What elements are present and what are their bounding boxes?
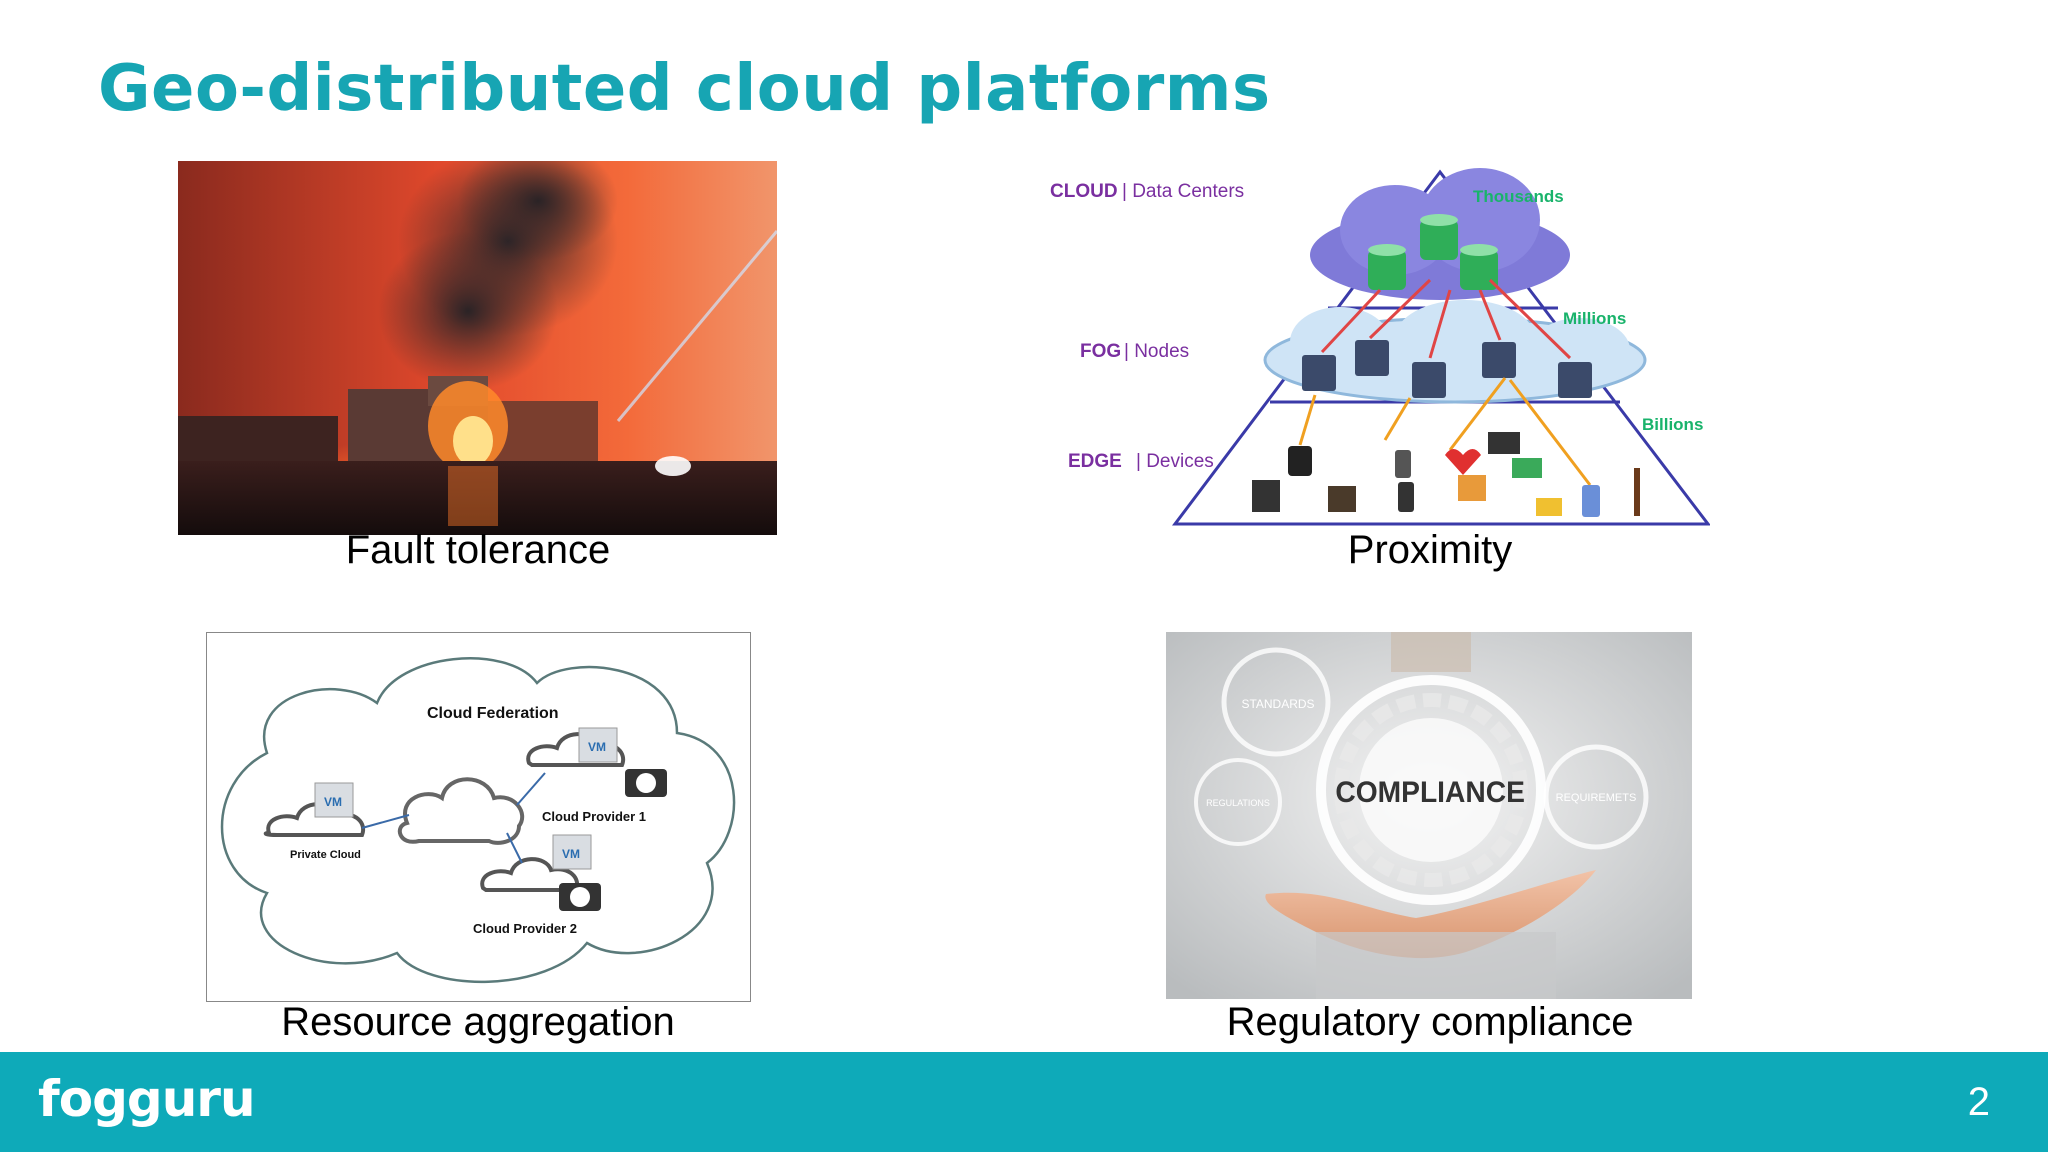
database-icon (1368, 244, 1406, 290)
logo-text-fog: fog (38, 1070, 128, 1128)
fault-tolerance-caption: Fault tolerance (345, 528, 611, 572)
private-cloud-label: Private Cloud (290, 849, 361, 861)
requirements-label: REQUIREMETS (1556, 792, 1637, 804)
cloud-label: CLOUD (1050, 181, 1118, 202)
compliance-photo: COMPLIANCE STANDARDS REGULATIONS REQUIRE… (1166, 632, 1692, 999)
edge-devices (1252, 377, 1640, 517)
cloud-fog-edge-pyramid: CLOUD | Data Centers FOG | Nodes EDGE | … (1050, 168, 1710, 526)
provider2-label: Cloud Provider 2 (473, 921, 577, 936)
fog-label: FOG (1080, 341, 1121, 362)
proximity-caption: Proximity (1347, 528, 1513, 572)
provider1-label: Cloud Provider 1 (542, 809, 646, 824)
edge-label: EDGE (1068, 451, 1122, 472)
count-billions: Billions (1642, 415, 1703, 434)
edge-label-rest: | Devices (1136, 451, 1214, 472)
compliance-image: COMPLIANCE STANDARDS REGULATIONS REQUIRE… (1166, 632, 1692, 999)
database-icon (1460, 244, 1498, 290)
fog-label-rest: | Nodes (1124, 341, 1189, 362)
database-icon (1420, 214, 1458, 260)
resource-aggregation-caption: Resource aggregation (281, 1000, 675, 1044)
footer-bar: fogguru 2 (0, 1052, 2048, 1152)
regulatory-compliance-caption: Regulatory compliance (1226, 1000, 1634, 1044)
cloud-label-rest: | Data Centers (1122, 181, 1244, 202)
slide-title: Geo-distributed cloud platforms (98, 52, 1271, 126)
fog-tier (1263, 278, 1647, 404)
cloud-tier (1310, 168, 1570, 300)
regulations-label: REGULATIONS (1206, 798, 1270, 808)
logo-text-guru: guru (126, 1070, 256, 1128)
vm-label-provider1: VM (588, 740, 606, 754)
count-millions: Millions (1563, 309, 1626, 328)
vm-label-private: VM (324, 795, 342, 809)
cloud-federation-image: Cloud Federation VM Private Cloud VM Clo… (220, 657, 736, 983)
count-thousands: Thousands (1473, 187, 1564, 206)
federation-diagram: Cloud Federation VM Private Cloud VM Clo… (206, 632, 751, 1002)
fire-image (178, 161, 777, 535)
proximity-diagram: CLOUD | Data Centers FOG | Nodes EDGE | … (1010, 150, 1710, 540)
fire-photo (178, 161, 777, 535)
vm-label-provider2: VM (562, 847, 580, 861)
standards-label: STANDARDS (1241, 697, 1314, 711)
fogguru-logo: fogguru (38, 1070, 256, 1128)
page-number: 2 (1967, 1080, 1990, 1124)
compliance-center-label: COMPLIANCE (1335, 776, 1525, 809)
federation-label: Cloud Federation (427, 705, 559, 722)
